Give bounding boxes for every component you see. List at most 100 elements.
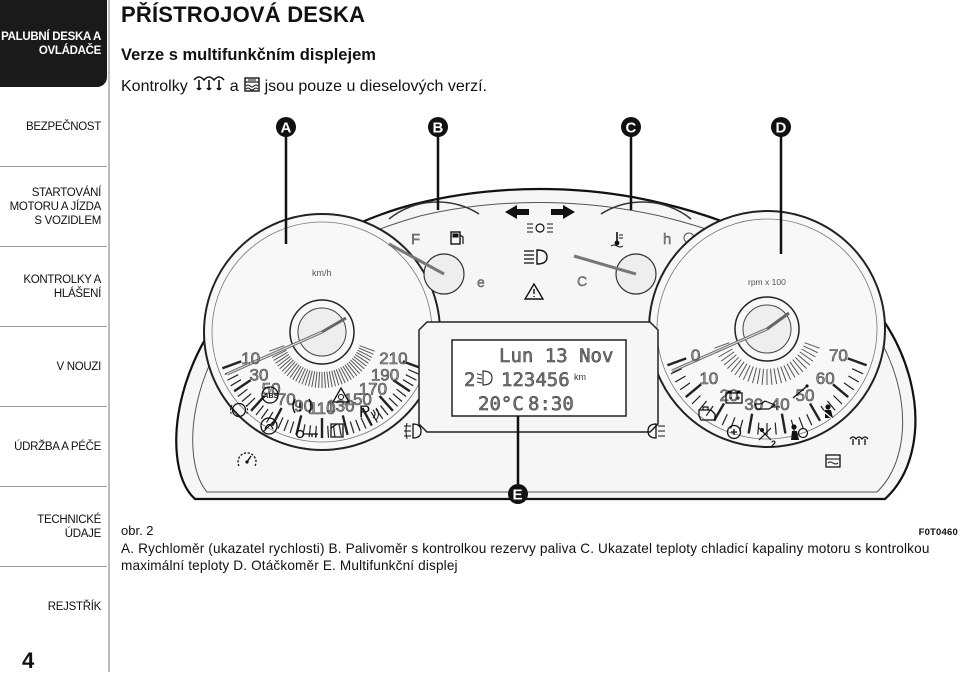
tachometer-tick	[826, 400, 836, 411]
speedometer-inner-tick	[318, 371, 321, 388]
sidebar-item-safety[interactable]: BEZPEČNOST	[0, 88, 107, 167]
speedometer-tick	[245, 397, 256, 407]
engine-check-icon	[698, 406, 716, 421]
tachometer-tick	[691, 395, 701, 405]
speedometer-tick	[396, 388, 407, 397]
speedometer-tick	[221, 360, 242, 370]
speedometer-tick	[405, 374, 417, 381]
sidebar-item-technical-data[interactable]: TECHNICKÉ ÚDAJE	[0, 487, 107, 567]
tachometer-tick	[698, 400, 708, 411]
tyre-pressure-icon: !	[292, 398, 312, 414]
service-icon	[726, 424, 742, 440]
speedometer-inner-tick	[354, 353, 369, 364]
tachometer-inner-tick	[756, 368, 761, 385]
note-text-mid: a	[229, 77, 239, 95]
sidebar-item-label: TECHNICKÉ ÚDAJE	[37, 513, 101, 540]
speedometer-inner-tick	[275, 353, 290, 364]
tachometer-tick	[670, 368, 683, 375]
speedometer-tick	[341, 415, 349, 436]
speedometer-inner-tick	[358, 347, 374, 355]
speedometer-tick	[289, 421, 295, 434]
tachometer-inner-tick	[727, 356, 740, 369]
seat-belt-icon	[822, 404, 835, 421]
speedometer-inner-tick	[348, 361, 360, 374]
multifunction-display	[451, 339, 627, 417]
battery-icon	[725, 390, 743, 404]
tachometer-tick	[774, 422, 777, 435]
sidebar-item-dashboard-controls[interactable]: PALUBNÍ DESKA A OVLÁDAČE	[0, 0, 107, 87]
callout-d: D	[771, 117, 791, 254]
speedometer-tick	[360, 417, 367, 429]
tachometer-inner-tick	[799, 351, 814, 362]
sidebar-item-label: STARTOVÁNÍ MOTORU A JÍZDA S VOZIDLEM	[9, 186, 102, 227]
callout-b-label: B	[433, 120, 444, 137]
tachometer-inner-tick	[747, 366, 754, 382]
sidebar-item-label: REJSTŘÍK	[47, 601, 102, 613]
speedometer-inner-tick	[308, 370, 313, 387]
tachometer-inner-tick	[761, 368, 764, 385]
speedometer-tick	[380, 405, 389, 416]
tachometer-inner-tick	[734, 361, 745, 376]
glow-plug-icon	[192, 76, 226, 97]
sidebar-item-starting-driving[interactable]: STARTOVÁNÍ MOTORU A JÍZDA S VOZIDLEM	[0, 167, 107, 247]
sidebar-item-warning-lights[interactable]: KONTROLKY A HLÁŠENÍ	[0, 247, 107, 327]
speed-unit: km/h	[312, 268, 332, 278]
sidebar-item-label: ÚDRŽBA A PÉČE	[14, 440, 101, 453]
speedometer-inner-tick	[351, 357, 365, 370]
airbag-off-icon	[260, 417, 278, 435]
fuel-full-label: F	[411, 231, 420, 248]
temp-cold-label: C	[577, 273, 587, 289]
speedometer-tick	[230, 379, 242, 387]
rear-fog-icon	[647, 423, 665, 439]
dipped-beam-icon	[476, 370, 493, 386]
callout-a: A	[276, 117, 296, 244]
speedometer-tick	[349, 421, 355, 434]
tachometer-tick	[674, 375, 686, 383]
tachometer-inner-tick	[714, 342, 730, 349]
speedometer-inner-tick	[295, 367, 304, 382]
speedometer-tick	[266, 411, 274, 423]
turn-left-icon	[505, 205, 529, 219]
callout-c-label: C	[626, 120, 637, 137]
parking-sensor-label: P	[359, 402, 370, 421]
display-time: 8:30	[528, 393, 574, 415]
svg-text:!: !	[298, 400, 302, 414]
speedometer-inner-tick	[323, 371, 326, 388]
diesel-glow-plug-icon	[849, 436, 869, 445]
speedometer-tick	[283, 419, 289, 432]
callout-b: B	[428, 117, 448, 210]
tachometer-tick	[747, 413, 754, 434]
tachometer-inner-tick	[789, 361, 800, 376]
esp-icon	[331, 386, 351, 403]
speedometer-inner-tick	[359, 345, 375, 352]
tachometer-label: 50	[796, 386, 815, 405]
sidebar-item-label: V NOUZI	[56, 360, 101, 373]
speedometer-tick	[378, 395, 394, 412]
tachometer-tick	[848, 375, 860, 383]
sidebar-item-maintenance[interactable]: ÚDRŽBA A PÉČE	[0, 407, 107, 487]
speedometer-label: 170	[359, 380, 387, 399]
airbag-icon	[791, 424, 809, 440]
speedometer-inner-tick	[353, 356, 367, 367]
water-in-fuel-icon	[243, 75, 261, 98]
fuel-empty-label: e	[477, 274, 485, 290]
speedometer-label: 30	[250, 366, 269, 385]
speedometer-tick	[355, 419, 361, 432]
speedometer-label: 210	[379, 349, 407, 368]
warning-triangle-icon	[523, 282, 545, 300]
speedometer-inner-tick	[357, 349, 373, 358]
tachometer-inner-tick	[783, 365, 792, 381]
speedometer-label: 70	[277, 390, 296, 409]
speedometer-inner-tick	[271, 349, 287, 358]
sidebar-item-emergency[interactable]: V NOUZI	[0, 327, 107, 407]
speedometer-tick	[260, 408, 269, 420]
front-fog-icon	[404, 422, 422, 440]
note-text-before: Kontrolky	[121, 77, 188, 95]
tachometer-tick	[721, 413, 728, 426]
svg-text:ABS: ABS	[264, 393, 279, 400]
tachometer-tick	[843, 382, 855, 391]
sidebar-item-index[interactable]: REJSTŘÍK	[0, 567, 107, 647]
speedometer-inner-tick	[335, 369, 343, 385]
page-subtitle: Verze s multifunkčním displejem	[121, 46, 376, 64]
